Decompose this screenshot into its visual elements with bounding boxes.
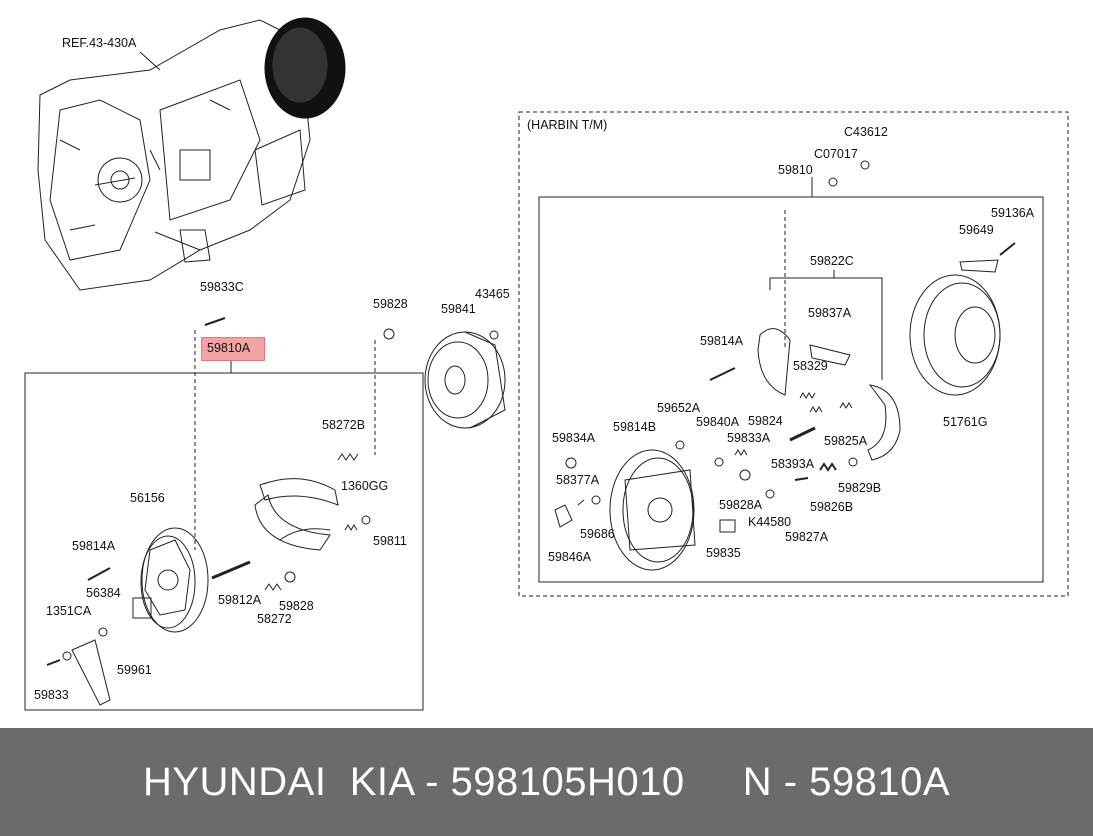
part-label: 59810 <box>778 163 813 177</box>
brake-drum-right <box>909 274 1001 396</box>
part-label: 58329 <box>793 359 828 373</box>
part-label: 59826B <box>810 500 854 514</box>
footer-separator <box>685 760 743 805</box>
part-label: 59834A <box>552 431 596 445</box>
backing-plate-right <box>609 449 696 571</box>
transmission-illustration <box>37 19 311 291</box>
part-label: 59833 <box>34 688 69 702</box>
part-label: 59828 <box>279 599 314 613</box>
part-label: 59814A <box>72 539 116 553</box>
part-label: 59835 <box>706 546 741 560</box>
part-label: 59686 <box>580 527 615 541</box>
brake-shoe-right-a <box>757 328 791 396</box>
part-label: 59825A <box>824 434 868 448</box>
part-label: 59840A <box>696 415 740 429</box>
part-number-footer: HYUNDAI KIA - 598105H010 N - 59810A <box>0 728 1093 836</box>
part-label: 43465 <box>475 287 510 301</box>
diagram-code: N - 59810A <box>742 759 951 804</box>
part-label: 59841 <box>441 302 476 316</box>
part-label: 59652A <box>657 401 701 415</box>
part-label: 1351CA <box>46 604 92 618</box>
part-label: 59827A <box>785 530 829 544</box>
part-label: 59828A <box>719 498 763 512</box>
highlighted-part <box>201 337 265 361</box>
part-label: 59833C <box>200 280 244 294</box>
part-label: 59136A <box>991 206 1035 220</box>
part-label: 56156 <box>130 491 165 505</box>
part-label: K44580 <box>748 515 792 529</box>
part-label: 58393A <box>771 457 815 471</box>
part-label: 1360GG <box>341 479 389 493</box>
part-label: 59811 <box>373 534 407 548</box>
brake-shoe-right-b <box>867 384 901 461</box>
part-label: C43612 <box>844 125 888 139</box>
part-label: C07017 <box>814 147 858 161</box>
backing-plate-left <box>132 527 209 633</box>
part-label: 59829B <box>838 481 882 495</box>
part-label: 59822C <box>810 254 854 268</box>
ref-label: REF.43-430A <box>62 36 137 50</box>
part-label: 59812A <box>218 593 262 607</box>
part-label: 59837A <box>808 306 852 320</box>
harbin-dashed-box <box>518 111 1069 597</box>
parts-diagram: REF.43-430A (HARBIN T/M) 59833C 59810A 5… <box>24 17 1069 711</box>
diagram-drawing <box>24 17 1069 711</box>
part-label: 59961 <box>117 663 152 677</box>
left-assembly-box <box>24 372 424 711</box>
part-label: 59833A <box>727 431 771 445</box>
part-label: 56384 <box>86 586 121 600</box>
part-label: 51761G <box>943 415 988 429</box>
brake-shoes-left <box>254 478 339 551</box>
part-label: 58272B <box>322 418 366 432</box>
harbin-inner-box <box>538 196 1044 583</box>
part-label: 59649 <box>959 223 994 237</box>
part-label: 59814A <box>700 334 744 348</box>
part-label: 59846A <box>548 550 592 564</box>
harbin-label: (HARBIN T/M) <box>527 118 608 132</box>
part-label: 59824 <box>748 414 783 428</box>
part-label-highlighted: 59810A <box>207 341 251 355</box>
part-label: 58272 <box>257 612 292 626</box>
part-label: 59814B <box>613 420 657 434</box>
oem-part-number: HYUNDAI KIA - 598105H010 <box>142 759 685 804</box>
brake-drum-middle <box>424 331 506 429</box>
part-label: 59828 <box>373 297 408 311</box>
part-label: 58377A <box>556 473 600 487</box>
